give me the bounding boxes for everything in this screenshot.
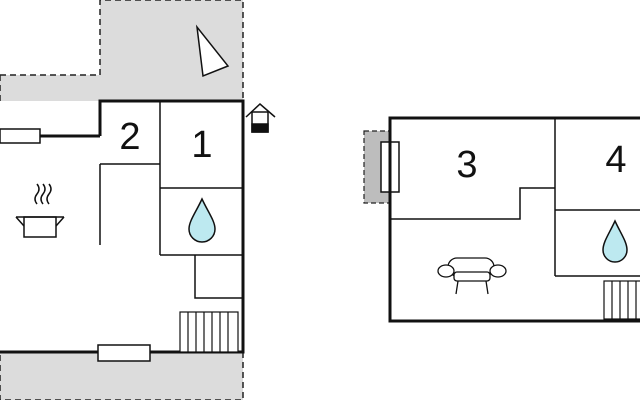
radiator-icon (179, 311, 239, 353)
room-label: 2 (119, 116, 140, 158)
ground-floor-outer-wall (0, 99, 245, 354)
water-drop-icon (602, 219, 628, 263)
water-drop-icon (188, 197, 216, 243)
window-icon (0, 128, 41, 144)
ground-floor-interior-walls (99, 101, 243, 299)
room-label: 3 (456, 144, 477, 186)
upper-floor-interior-walls (390, 118, 640, 277)
room-label: 1 (191, 124, 212, 166)
radiator-icon (603, 280, 640, 320)
sofa-icon (437, 257, 507, 295)
house-entrance-icon (245, 102, 276, 133)
ground-floor-plan: 2 1 (0, 0, 276, 400)
compass-north-icon (195, 24, 230, 78)
window-icon (97, 344, 151, 362)
upper-floor-plan: 3 4 (363, 116, 640, 323)
cooking-pot-icon (15, 183, 65, 238)
room-label: 4 (605, 139, 626, 181)
